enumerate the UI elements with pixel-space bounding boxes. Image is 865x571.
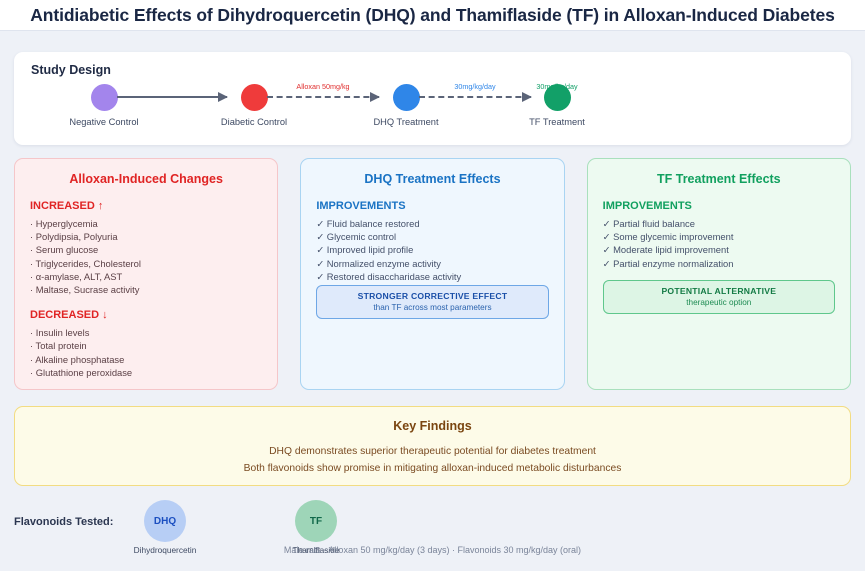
node-label-negative-control: Negative Control bbox=[69, 117, 139, 127]
list-item: · Polydipsia, Polyuria bbox=[30, 231, 118, 243]
list-item: ✓ Some glycemic improvement bbox=[602, 231, 734, 243]
flow-node-negative-control: Negative Control bbox=[44, 84, 164, 127]
section-head-tf-improvements: IMPROVEMENTS bbox=[602, 200, 692, 212]
flavonoid-tf: TF Thamiflaside bbox=[261, 500, 371, 555]
list-item: · Alkaline phosphatase bbox=[30, 353, 125, 365]
list-item: ✓ Fluid balance restored bbox=[316, 218, 420, 229]
flow-node-tf-treatment: TF Treatment bbox=[497, 84, 617, 127]
key-findings-line-2: Both flavonoids show promise in mitigati… bbox=[243, 463, 622, 474]
study-design-card: Study Design Negative Control Diabetic C… bbox=[14, 52, 851, 145]
panel-alloxan-induced-changes: Alloxan-Induced Changes INCREASED ↑ · Hy… bbox=[14, 158, 279, 390]
badge-subtitle: therapeutic option bbox=[686, 298, 752, 307]
list-item: ✓ Normalized enzyme activity bbox=[316, 257, 441, 269]
panel-title-alloxan: Alloxan-Induced Changes bbox=[69, 172, 223, 186]
arrow-head-icon-2 bbox=[370, 92, 380, 102]
node-label-tf-treatment: TF Treatment bbox=[529, 117, 585, 127]
node-dot-tf-treatment bbox=[543, 84, 571, 111]
arrow-label-alloxan-dose: Alloxan 50mg/kg bbox=[296, 82, 350, 91]
list-item: · Total protein bbox=[30, 340, 87, 352]
flow-arrow-4-label-holder: 30mg/kg/day bbox=[497, 82, 617, 98]
study-flow-diagram: Negative Control Diabetic Control Alloxa… bbox=[14, 82, 851, 142]
page-title: Antidiabetic Effects of Dihydroquercetin… bbox=[30, 4, 835, 25]
badge-title: POTENTIAL ALTERNATIVE bbox=[661, 286, 777, 296]
panel-dhq-treatment-effects: DHQ Treatment Effects IMPROVEMENTS ✓ Flu… bbox=[300, 158, 565, 390]
list-tf-improvements: ✓ Partial fluid balance ✓ Some glycemic … bbox=[603, 217, 835, 270]
node-label-diabetic-control: Diabetic Control bbox=[220, 117, 288, 127]
flow-arrow-1 bbox=[117, 92, 228, 102]
list-item: ✓ Restored disaccharidase activity bbox=[316, 270, 462, 282]
arrow-label-tf-dose: 30mg/kg/day bbox=[536, 82, 578, 91]
section-head-dhq-improvements: IMPROVEMENTS bbox=[316, 200, 406, 212]
list-dhq-improvements: ✓ Fluid balance restored ✓ Glycemic cont… bbox=[316, 217, 548, 283]
footer-section: Flavonoids Tested: DHQ Dihydroquercetin … bbox=[0, 492, 865, 571]
node-label-dhq-treatment: DHQ Treatment bbox=[373, 117, 439, 127]
list-item: · Serum glucose bbox=[30, 244, 99, 256]
arrow-line-3 bbox=[419, 96, 531, 98]
badge-title: STRONGER CORRECTIVE EFFECT bbox=[357, 291, 508, 301]
key-findings-panel: Key Findings DHQ demonstrates superior t… bbox=[14, 406, 851, 486]
flavonoids-tested-label: Flavonoids Tested: bbox=[14, 516, 114, 528]
flow-arrow-3: 30mg/kg/day bbox=[419, 82, 532, 102]
panel-title-dhq: DHQ Treatment Effects bbox=[364, 172, 501, 186]
node-dot-negative-control bbox=[90, 84, 118, 111]
panel-tf-treatment-effects: TF Treatment Effects IMPROVEMENTS ✓ Part… bbox=[586, 158, 851, 390]
arrow-label-dhq-dose: 30mg/kg/day bbox=[454, 82, 496, 91]
panel-title-tf: TF Treatment Effects bbox=[657, 172, 781, 186]
section-head-decreased: DECREASED ↓ bbox=[30, 309, 108, 322]
flow-node-dhq-treatment: DHQ Treatment bbox=[346, 84, 466, 127]
flavonoid-dhq: DHQ Dihydroquercetin bbox=[110, 500, 220, 555]
list-increased: · Hyperglycemia · Polydipsia, Polyuria ·… bbox=[30, 217, 262, 296]
list-item: · Glutathione peroxidase bbox=[30, 366, 133, 378]
key-findings-title: Key Findings bbox=[393, 419, 472, 433]
flavonoid-tf-name: Thamiflaside bbox=[292, 545, 340, 555]
arrow-line-1 bbox=[117, 96, 227, 98]
arrow-head-icon-1 bbox=[218, 92, 228, 102]
page-header: Antidiabetic Effects of Dihydroquercetin… bbox=[0, 0, 865, 31]
list-item: · Triglycerides, Cholesterol bbox=[30, 257, 141, 269]
section-head-increased: INCREASED ↑ bbox=[30, 200, 104, 212]
effects-panels: Alloxan-Induced Changes INCREASED ↑ · Hy… bbox=[14, 158, 851, 390]
list-item: ✓ Moderate lipid improvement bbox=[602, 244, 729, 256]
list-item: ✓ Partial fluid balance bbox=[602, 218, 695, 229]
list-item: · Hyperglycemia bbox=[30, 218, 98, 229]
arrow-line-2 bbox=[267, 96, 379, 98]
list-item: ✓ Glycemic control bbox=[316, 231, 397, 243]
flavonoid-tf-badge: TF bbox=[295, 500, 337, 542]
node-dot-diabetic-control bbox=[240, 84, 268, 111]
list-item: ✓ Improved lipid profile bbox=[316, 244, 414, 256]
node-dot-dhq-treatment bbox=[392, 84, 420, 111]
flavonoid-dhq-badge: DHQ bbox=[144, 500, 186, 542]
list-item: ✓ Partial enzyme normalization bbox=[602, 257, 734, 269]
badge-stronger-corrective-effect: STRONGER CORRECTIVE EFFECT than TF acros… bbox=[316, 285, 549, 319]
flavonoid-dhq-name: Dihydroquercetin bbox=[133, 545, 197, 555]
flow-node-diabetic-control: Diabetic Control bbox=[194, 84, 314, 127]
badge-potential-alternative: POTENTIAL ALTERNATIVE therapeutic option bbox=[602, 280, 835, 314]
list-item: · Maltase, Sucrase activity bbox=[30, 284, 140, 296]
list-item: · α-amylase, ALT, AST bbox=[30, 270, 123, 282]
badge-subtitle: than TF across most parameters bbox=[373, 303, 492, 312]
key-findings-line-1: DHQ demonstrates superior therapeutic po… bbox=[269, 446, 596, 457]
arrow-head-icon-3 bbox=[522, 92, 532, 102]
study-design-title: Study Design bbox=[31, 63, 111, 77]
list-decreased: · Insulin levels · Total protein · Alkal… bbox=[30, 326, 262, 379]
list-item: · Insulin levels bbox=[30, 327, 90, 339]
flow-arrow-2: Alloxan 50mg/kg bbox=[267, 82, 380, 102]
footer-note: Male rats · Alloxan 50 mg/kg/day (3 days… bbox=[283, 545, 582, 555]
